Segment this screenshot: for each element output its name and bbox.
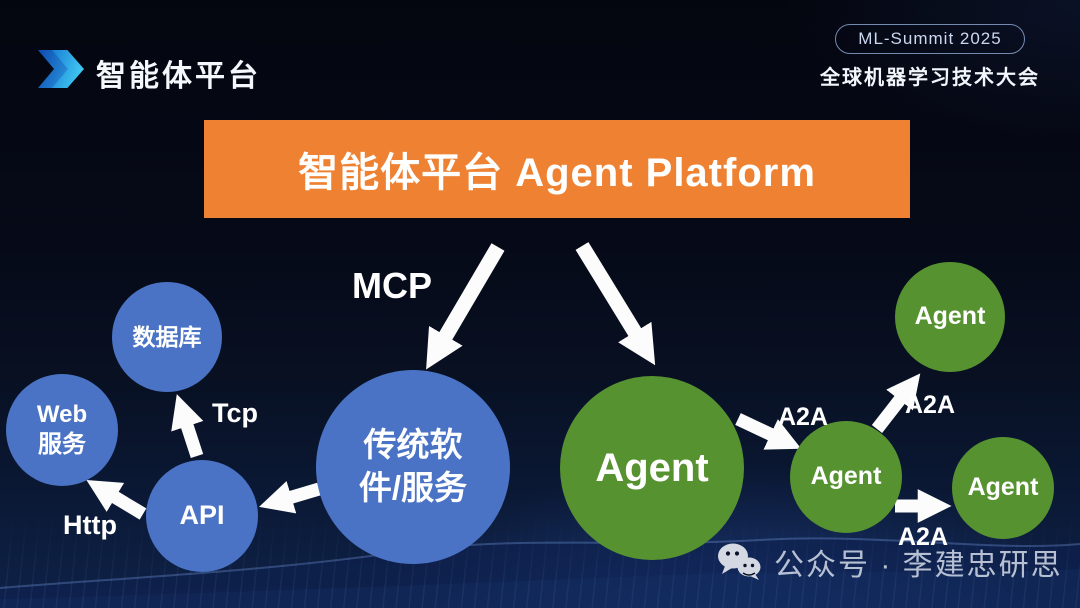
event-badge: ML-Summit 2025 (835, 24, 1025, 54)
wechat-icon (718, 543, 761, 580)
node-web-service: Web 服务 (6, 374, 118, 486)
node-label: Web 服务 (36, 401, 88, 458)
node-label: Agent (595, 446, 709, 490)
node-database: 数据库 (112, 282, 222, 392)
edge-label-a2a-mid-to-top: A2A (905, 391, 956, 419)
arrow-platform-to-agent (575, 242, 656, 366)
edge-label-a2a-mid-to-right: A2A (898, 523, 949, 551)
node-agent-main: Agent (560, 376, 744, 560)
watermark: 公众号 · 李建忠研思 (716, 540, 1063, 584)
edge-label-tcp: Tcp (212, 398, 258, 428)
node-label: 传统软 件/服务 (358, 426, 468, 506)
arrow-legacy-to-api (259, 481, 321, 514)
node-agent-mid-right: Agent (790, 421, 902, 533)
watermark-text: 公众号 · 李建忠研思 (774, 549, 1063, 582)
agent-platform-banner: 智能体平台 Agent Platform (204, 120, 910, 218)
node-label: API (179, 500, 225, 531)
node-label: 数据库 (132, 323, 202, 350)
edge-label-http: Http (63, 510, 117, 540)
node-label: Agent (967, 473, 1039, 502)
banner-title: 智能体平台 Agent Platform (298, 151, 816, 195)
node-agent-bottom-right: Agent (952, 437, 1054, 539)
double-chevron-icon (38, 50, 90, 88)
node-agent-top-right: Agent (895, 262, 1005, 372)
edge-label-a2a-main-to-mid: A2A (778, 403, 829, 431)
arrow-api-to-database (171, 394, 204, 459)
node-api: API (146, 460, 258, 572)
page-title: 智能体平台 (96, 60, 261, 93)
arrow-platform-to-legacy (426, 243, 505, 370)
event-info: ML-Summit 2025 全球机器学习技术大会 (820, 24, 1040, 90)
edge-label-mcp: MCP (352, 265, 432, 306)
event-name: 全球机器学习技术大会 (820, 67, 1040, 89)
node-label: Agent (810, 462, 882, 491)
node-legacy-software: 传统软 件/服务 (316, 370, 510, 564)
node-label: Agent (914, 302, 986, 331)
